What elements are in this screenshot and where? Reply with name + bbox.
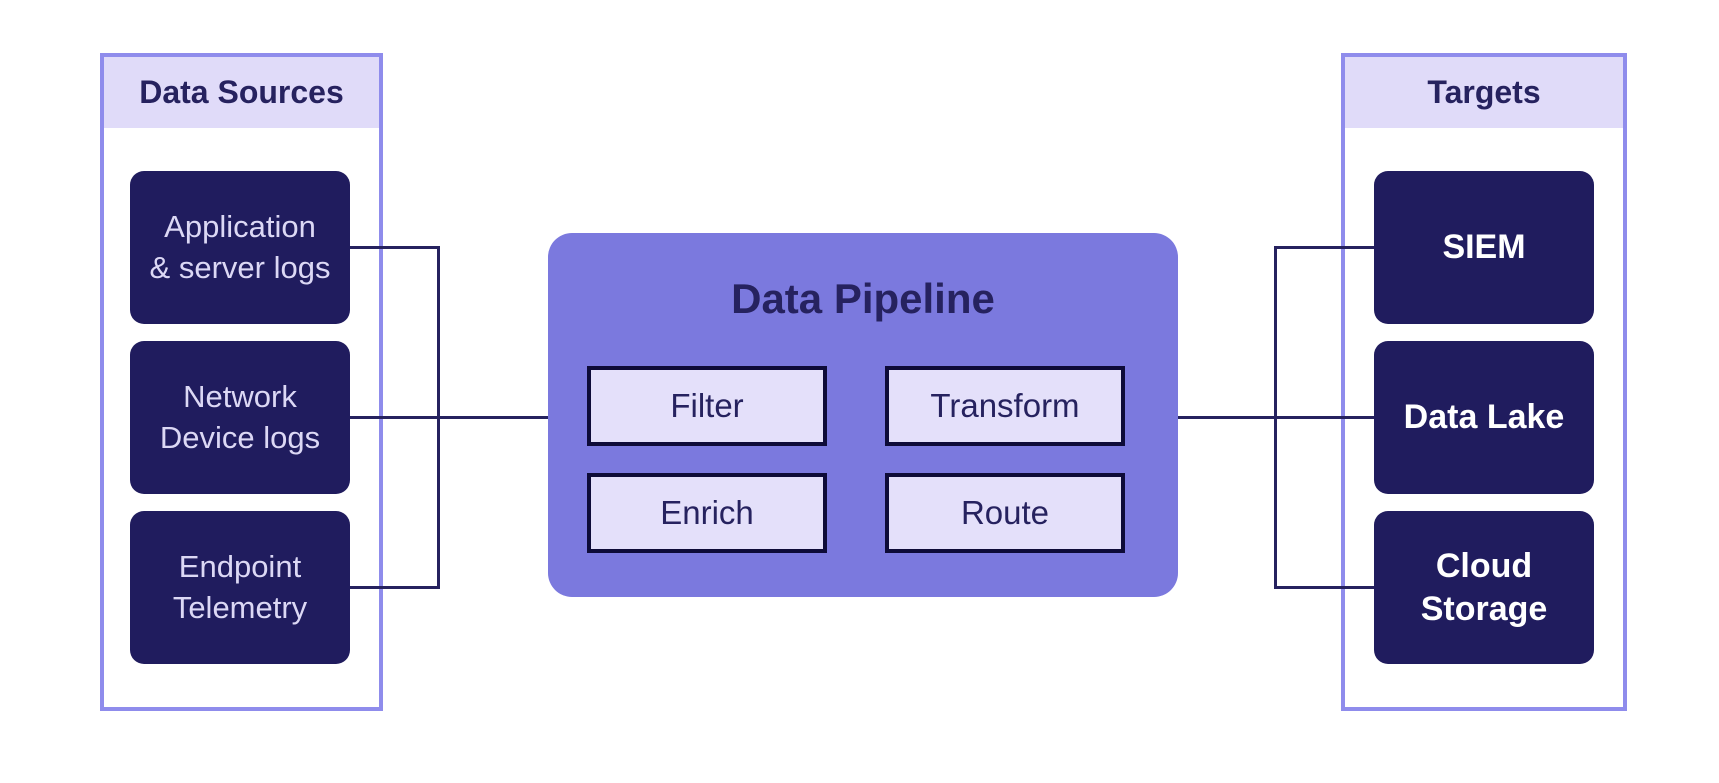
source-node-endpoint-telemetry: Endpoint Telemetry [130, 511, 350, 664]
data-pipeline-title: Data Pipeline [731, 275, 995, 322]
data-sources-header: Data Sources [104, 57, 379, 128]
target-node-data-lake: Data Lake [1374, 341, 1594, 494]
target-node-label: Data Lake [1403, 398, 1565, 437]
source-node-network-device-logs: Network Device logs [130, 341, 350, 494]
connector-source-3-stub [350, 586, 440, 589]
stage-label: Route [960, 494, 1050, 531]
connector-target-3-stub [1277, 586, 1374, 589]
source-node-application-server-logs: Application & server logs [130, 171, 350, 324]
target-node-cloud-storage: Cloud Storage [1374, 511, 1594, 664]
source-node-label: Network Device logs [159, 378, 321, 455]
connector-left-bus [437, 246, 440, 589]
target-node-siem: SIEM [1374, 171, 1594, 324]
stage-label: Transform [930, 387, 1080, 424]
connector-right-bus [1274, 246, 1277, 589]
stage-transform: Transform [885, 366, 1125, 446]
targets-header: Targets [1345, 57, 1623, 128]
targets-title: Targets [1427, 74, 1541, 110]
data-pipeline-block: Data Pipeline Filter Transform Enrich Ro… [548, 233, 1178, 597]
stage-route: Route [885, 473, 1125, 553]
data-sources-title: Data Sources [139, 74, 344, 110]
stage-filter: Filter [587, 366, 827, 446]
stage-enrich: Enrich [587, 473, 827, 553]
target-node-label: Cloud Storage [1420, 547, 1548, 628]
connector-target-1-stub [1277, 246, 1374, 249]
target-node-label: SIEM [1442, 228, 1526, 267]
source-node-label: Endpoint Telemetry [172, 548, 308, 625]
connector-source-1-stub [350, 246, 440, 249]
stage-label: Enrich [660, 494, 754, 531]
connector-source-2-main [350, 416, 548, 419]
stage-label: Filter [670, 387, 744, 424]
source-node-label: Application & server logs [149, 208, 331, 285]
